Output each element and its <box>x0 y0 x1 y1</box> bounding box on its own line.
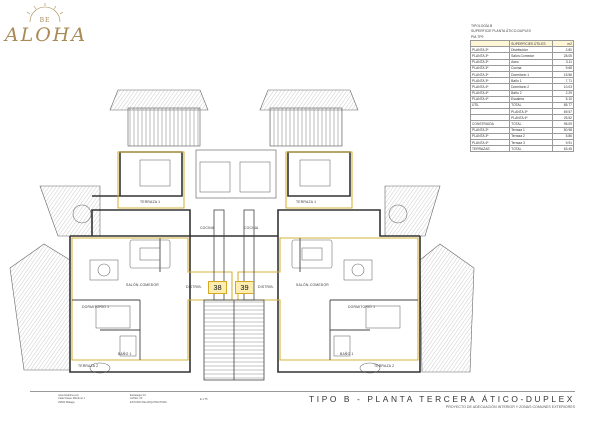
meta-line3: PM-TP9 <box>471 34 484 39</box>
unit-number-badge: 38 <box>208 281 227 294</box>
scale-label: E 1:75 <box>200 398 208 401</box>
roof-hatch <box>9 89 475 373</box>
sun-logo-icon <box>26 3 64 23</box>
title-block: www.bealoha.com Calle Paseo Marítimo 1 2… <box>30 391 575 414</box>
stamp-line: ESTUDIO DE ARQUITECTURA <box>130 400 167 404</box>
room-label: TERRAZA 1 <box>140 200 161 204</box>
area-value: 63.45 <box>552 145 574 153</box>
room-label: COCINA <box>244 226 259 230</box>
contact-line: www.bealoha.com <box>58 394 80 397</box>
area-level: TERRAZAS <box>469 145 511 153</box>
brand-word: ALOHA <box>4 24 88 46</box>
stamp-line: Estrategia 3.0 <box>130 394 147 397</box>
interior-walls <box>72 238 418 360</box>
room-label: SALÓN-COMEDOR <box>296 283 329 287</box>
contact-line: 29000 Málaga <box>58 400 75 404</box>
furniture <box>72 159 408 374</box>
typology-meta: TIPOLOGÍA B SUPERFICIE PLANTA ÁTICO-DUPL… <box>471 24 531 40</box>
room-label: BAÑO 1 <box>118 352 132 356</box>
room-label: TERRAZA 1 <box>296 200 317 204</box>
room-label: DORMITORIO 1 <box>82 305 110 309</box>
stair-core <box>203 209 265 381</box>
stamp-line: ALTEA, 03 <box>130 397 143 401</box>
room-label: TERRAZA 2 <box>78 364 99 368</box>
brand-small: BE <box>39 17 51 24</box>
meta-line2: SUPERFICIE PLANTA ÁTICO-DUPLEX <box>471 29 532 34</box>
room-label: DORMITORIO 1 <box>348 305 376 309</box>
contact-block: www.bealoha.com Calle Paseo Marítimo 1 2… <box>58 394 85 404</box>
room-label: SALÓN-COMEDOR <box>126 283 159 287</box>
pergola <box>127 107 343 199</box>
drawing-title: TIPO B - PLANTA TERCERA ÁTICO-DUPLEX <box>309 394 575 404</box>
meta-line1: TIPOLOGÍA B <box>471 24 493 28</box>
unit-number-badge: 39 <box>235 281 254 294</box>
room-label: DISTRIB. <box>186 285 202 289</box>
area-room: TOTAL <box>509 145 554 153</box>
brand-logo: BE ALOHA <box>0 0 90 60</box>
contact-line: Calle Paseo Marítimo 1 <box>58 397 85 401</box>
room-label: COCINA <box>200 226 215 230</box>
room-label: TERRAZA 2 <box>374 364 395 368</box>
room-label: BAÑO 1 <box>340 352 354 356</box>
room-label: DISTRIB. <box>258 285 274 289</box>
drawing-subtitle: PROYECTO DE ADECUACIÓN INTERIOR Y ZONAS … <box>445 405 575 409</box>
stamp-block: Estrategia 3.0 ALTEA, 03 ESTUDIO DE ARQU… <box>130 394 167 404</box>
